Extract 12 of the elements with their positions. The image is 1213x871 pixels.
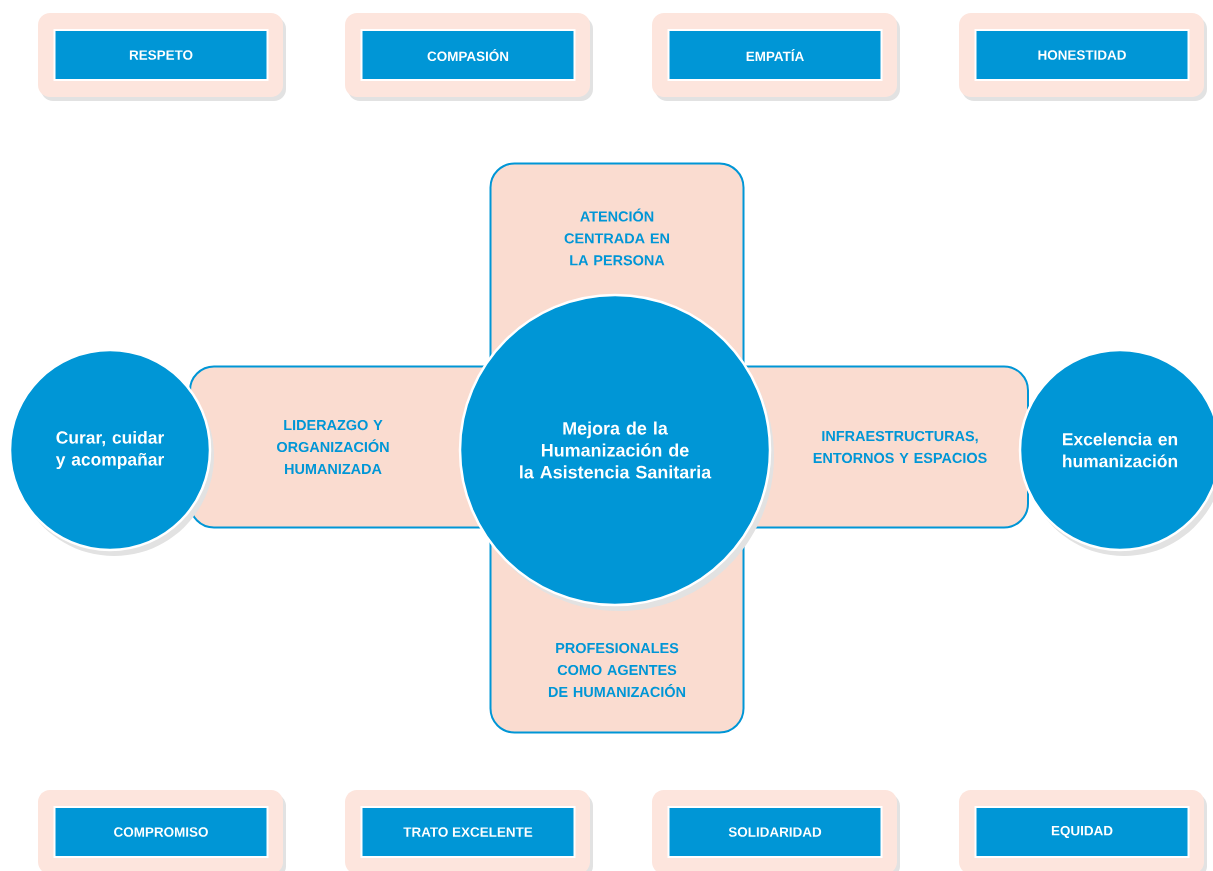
band-label: PROFESIONALES COMO AGENTES DE HUMANIZACIÓN [548, 642, 686, 698]
value-box: SOLIDARIDAD [652, 790, 900, 871]
value-box: EMPATÍA [652, 13, 900, 101]
band-label: ATENCIÓN CENTRADA EN LA PERSONA [564, 208, 669, 266]
value-box: COMPASIÓN [345, 13, 593, 101]
band-label: LIDERAZGO Y ORGANIZACIÓN HUMANIZADA [277, 419, 389, 475]
value-box: RESPETO [38, 13, 286, 101]
value-box: EQUIDAD [959, 790, 1207, 871]
value-box: COMPROMISO [38, 790, 286, 871]
band-label: INFRAESTRUCTURAS, ENTORNOS Y ESPACIOS [813, 430, 987, 464]
value-box: HONESTIDAD [959, 13, 1207, 101]
value-box: TRATO EXCELENTE [345, 790, 593, 871]
